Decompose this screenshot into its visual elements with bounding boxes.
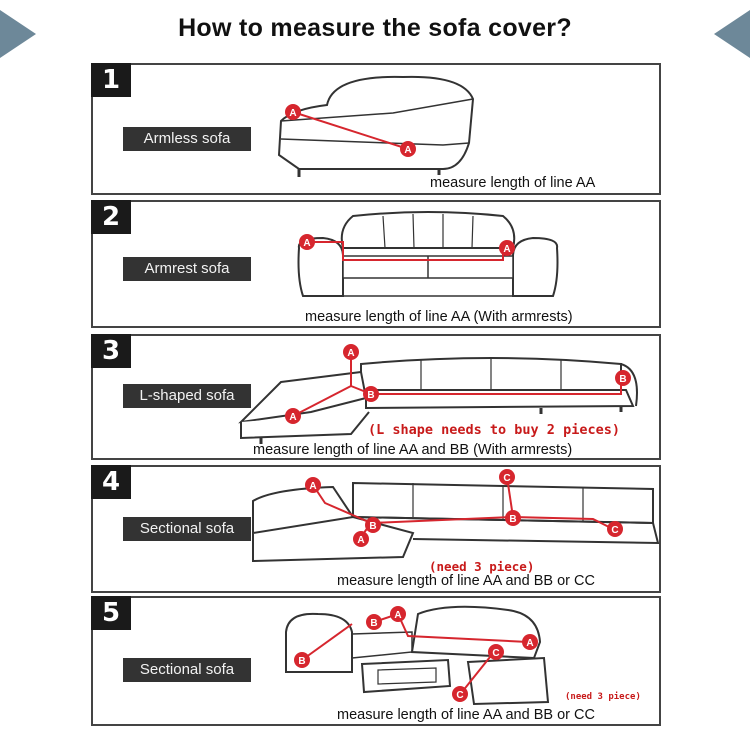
sofa-type-label: Sectional sofa (123, 517, 251, 541)
sofa-type-label: Armrest sofa (123, 257, 251, 281)
svg-text:A: A (503, 244, 510, 255)
marker-a-icon: A (390, 606, 406, 622)
marker-b-icon: B (505, 510, 521, 526)
step-number: 3 (91, 334, 131, 368)
measure-caption: measure length of line AA and BB or CC (337, 707, 595, 723)
purchase-note: (L shape needs to buy 2 pieces) (368, 422, 620, 438)
svg-text:B: B (619, 374, 626, 385)
marker-b-icon: B (294, 652, 310, 668)
step-number: 5 (91, 596, 131, 630)
sectional-sofa-illustration: A A B B C C (252, 469, 660, 563)
measure-caption: measure length of line AA (With armrests… (305, 309, 573, 325)
corner-decoration-left (0, 10, 36, 58)
sofa-type-label: Armless sofa (123, 127, 251, 151)
svg-text:A: A (309, 481, 316, 492)
marker-b-icon: B (615, 370, 631, 386)
step-number: 4 (91, 465, 131, 499)
purchase-note: (need 3 piece) (565, 692, 641, 702)
sofa-type-label: Sectional sofa (123, 658, 251, 682)
svg-text:B: B (509, 514, 516, 525)
marker-c-icon: C (452, 686, 468, 702)
svg-text:A: A (404, 145, 411, 156)
panel-4: 4 Sectional sofa A A B B C C (need 3 pie… (91, 465, 661, 593)
marker-b-icon: B (366, 614, 382, 630)
svg-text:A: A (289, 412, 296, 423)
svg-text:A: A (394, 610, 401, 621)
marker-b-icon: B (365, 517, 381, 533)
marker-a-icon: A (305, 477, 321, 493)
svg-text:B: B (369, 521, 376, 532)
marker-a-icon: A (285, 104, 301, 120)
marker-a-icon: A (299, 234, 315, 250)
marker-b-icon: B (363, 386, 379, 402)
panel-5: 5 Sectional sofa B B A A C C (need 3 pie… (91, 596, 661, 726)
step-number: 2 (91, 200, 131, 234)
page-title: How to measure the sofa cover? (178, 14, 572, 42)
marker-a-icon: A (522, 634, 538, 650)
purchase-note: (need 3 piece) (429, 559, 535, 574)
svg-text:C: C (611, 525, 618, 536)
panel-3: 3 L-shaped sofa A A B B (L shape needs t… (91, 334, 661, 460)
marker-c-icon: C (488, 644, 504, 660)
svg-text:C: C (456, 690, 463, 701)
step-number: 1 (91, 63, 131, 97)
panel-1: 1 Armless sofa A A measure length of lin… (91, 63, 661, 195)
svg-text:C: C (503, 473, 510, 484)
marker-a-icon: A (400, 141, 416, 157)
svg-text:A: A (357, 535, 364, 546)
marker-c-icon: C (499, 469, 515, 485)
marker-a-icon: A (499, 240, 515, 256)
armrest-sofa-illustration: A A (297, 211, 559, 297)
measure-caption: measure length of line AA and BB (With a… (253, 442, 573, 458)
marker-a-icon: A (285, 408, 301, 424)
marker-a-icon: A (353, 531, 369, 547)
svg-text:B: B (370, 618, 377, 629)
svg-text:B: B (298, 656, 305, 667)
measure-caption: measure length of line AA and BB or CC (337, 573, 595, 589)
svg-text:A: A (303, 238, 310, 249)
sofa-type-label: L-shaped sofa (123, 384, 251, 408)
svg-text:A: A (526, 638, 533, 649)
armless-sofa-illustration: A A (277, 75, 475, 177)
svg-text:A: A (347, 348, 354, 359)
corner-decoration-right (714, 10, 750, 58)
l-shaped-sofa-illustration: A A B B (238, 344, 638, 444)
marker-a-icon: A (343, 344, 359, 360)
measure-caption: measure length of line AA (430, 175, 596, 191)
svg-text:C: C (492, 648, 499, 659)
svg-text:A: A (289, 108, 296, 119)
svg-text:B: B (367, 390, 374, 401)
sectional-sofa-set-illustration: B B A A C C (285, 605, 550, 706)
marker-c-icon: C (607, 521, 623, 537)
panel-2: 2 Armrest sofa A A measure length of lin… (91, 200, 661, 328)
